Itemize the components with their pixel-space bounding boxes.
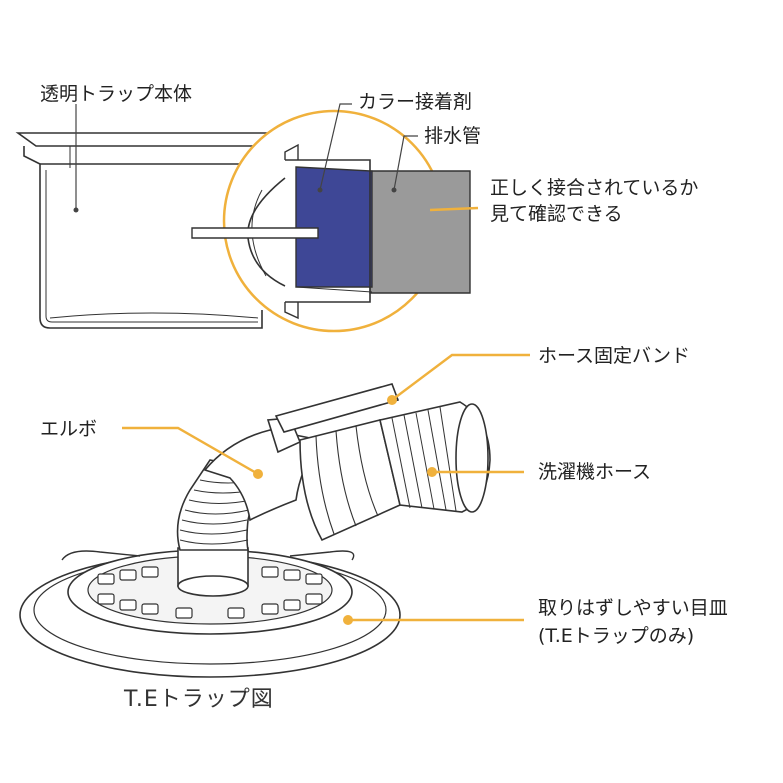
label-washer-hose: 洗濯機ホース (538, 461, 652, 483)
label-check-line2: 見て確認できる (490, 203, 623, 225)
grey-leader-lines (75, 103, 418, 210)
label-plate-line1: 取りはずしやすい目皿 (538, 597, 728, 619)
leader-elbow (122, 426, 259, 476)
label-drain-pipe: 排水管 (424, 125, 482, 147)
leader-hose-band (391, 353, 530, 401)
color-adhesive-shape (295, 166, 373, 288)
leader-color-adhesive (319, 103, 352, 191)
label-hose-band: ホース固定バンド (538, 345, 691, 367)
magnified-joint-detail (191, 109, 471, 333)
label-color-adhesive: カラー接着剤 (358, 91, 473, 113)
elbow-assembly-illustration (19, 383, 491, 678)
leader-drain-pipe (393, 135, 418, 191)
leader-check (429, 206, 479, 212)
leader-lines (122, 353, 530, 622)
caption-te-trap-figure: T.Eトラップ図 (124, 687, 274, 712)
grey-leader-dots (73, 187, 397, 213)
label-check-line1: 正しく接合されているか (490, 177, 699, 199)
label-elbow: エルボ (40, 418, 98, 440)
label-plate-line2: (T.Eトラップのみ) (538, 625, 695, 647)
trap-body-illustration (15, 132, 291, 329)
drain-pipe-shape (369, 170, 471, 294)
label-trap-body: 透明トラップ本体 (40, 83, 193, 105)
leader-dots (253, 395, 437, 625)
